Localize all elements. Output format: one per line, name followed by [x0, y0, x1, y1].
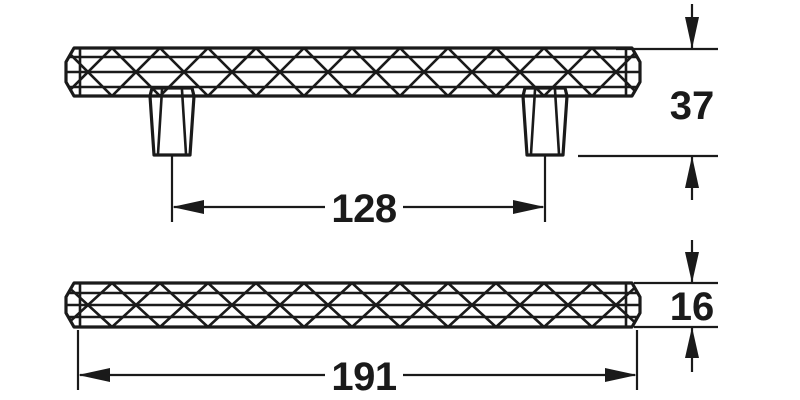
dim37-bottom-arrowhead — [685, 156, 699, 188]
left-post-inner-line-2 — [180, 88, 188, 156]
dim128-right-arrowhead — [513, 200, 545, 214]
plan-bar-outline — [64, 281, 642, 329]
dim191-right-arrowhead — [605, 368, 637, 382]
right-post-inner-line-1 — [529, 88, 537, 156]
left-post-inner-line-1 — [156, 88, 164, 156]
dim37-value-label: 37 — [670, 84, 715, 128]
left-mounting-post — [148, 86, 196, 157]
plan-view — [64, 281, 642, 329]
dim191-value-label: 191 — [331, 355, 396, 399]
dim16-bottom-arrowhead — [685, 327, 699, 358]
dimension-16: 16 — [634, 240, 718, 372]
dim128-left-arrowhead — [172, 200, 204, 214]
plan-bar-lattice-pattern — [66, 283, 640, 327]
right-post-outline — [521, 86, 569, 157]
dimension-128: 128 — [170, 155, 547, 231]
right-post-inner-line-2 — [553, 88, 561, 156]
dim191-left-arrowhead — [78, 368, 110, 382]
dim16-value-label: 16 — [670, 285, 715, 329]
dim37-top-arrowhead — [685, 17, 699, 49]
dim128-value-label: 128 — [331, 187, 396, 231]
dimension-191: 191 — [76, 330, 639, 399]
front-bar-outline — [64, 46, 642, 98]
left-post-outline — [148, 86, 196, 157]
right-mounting-post — [521, 86, 569, 157]
front-elevation-view — [64, 46, 642, 157]
dim16-top-arrowhead — [685, 252, 699, 283]
dimension-37: 37 — [578, 4, 718, 200]
